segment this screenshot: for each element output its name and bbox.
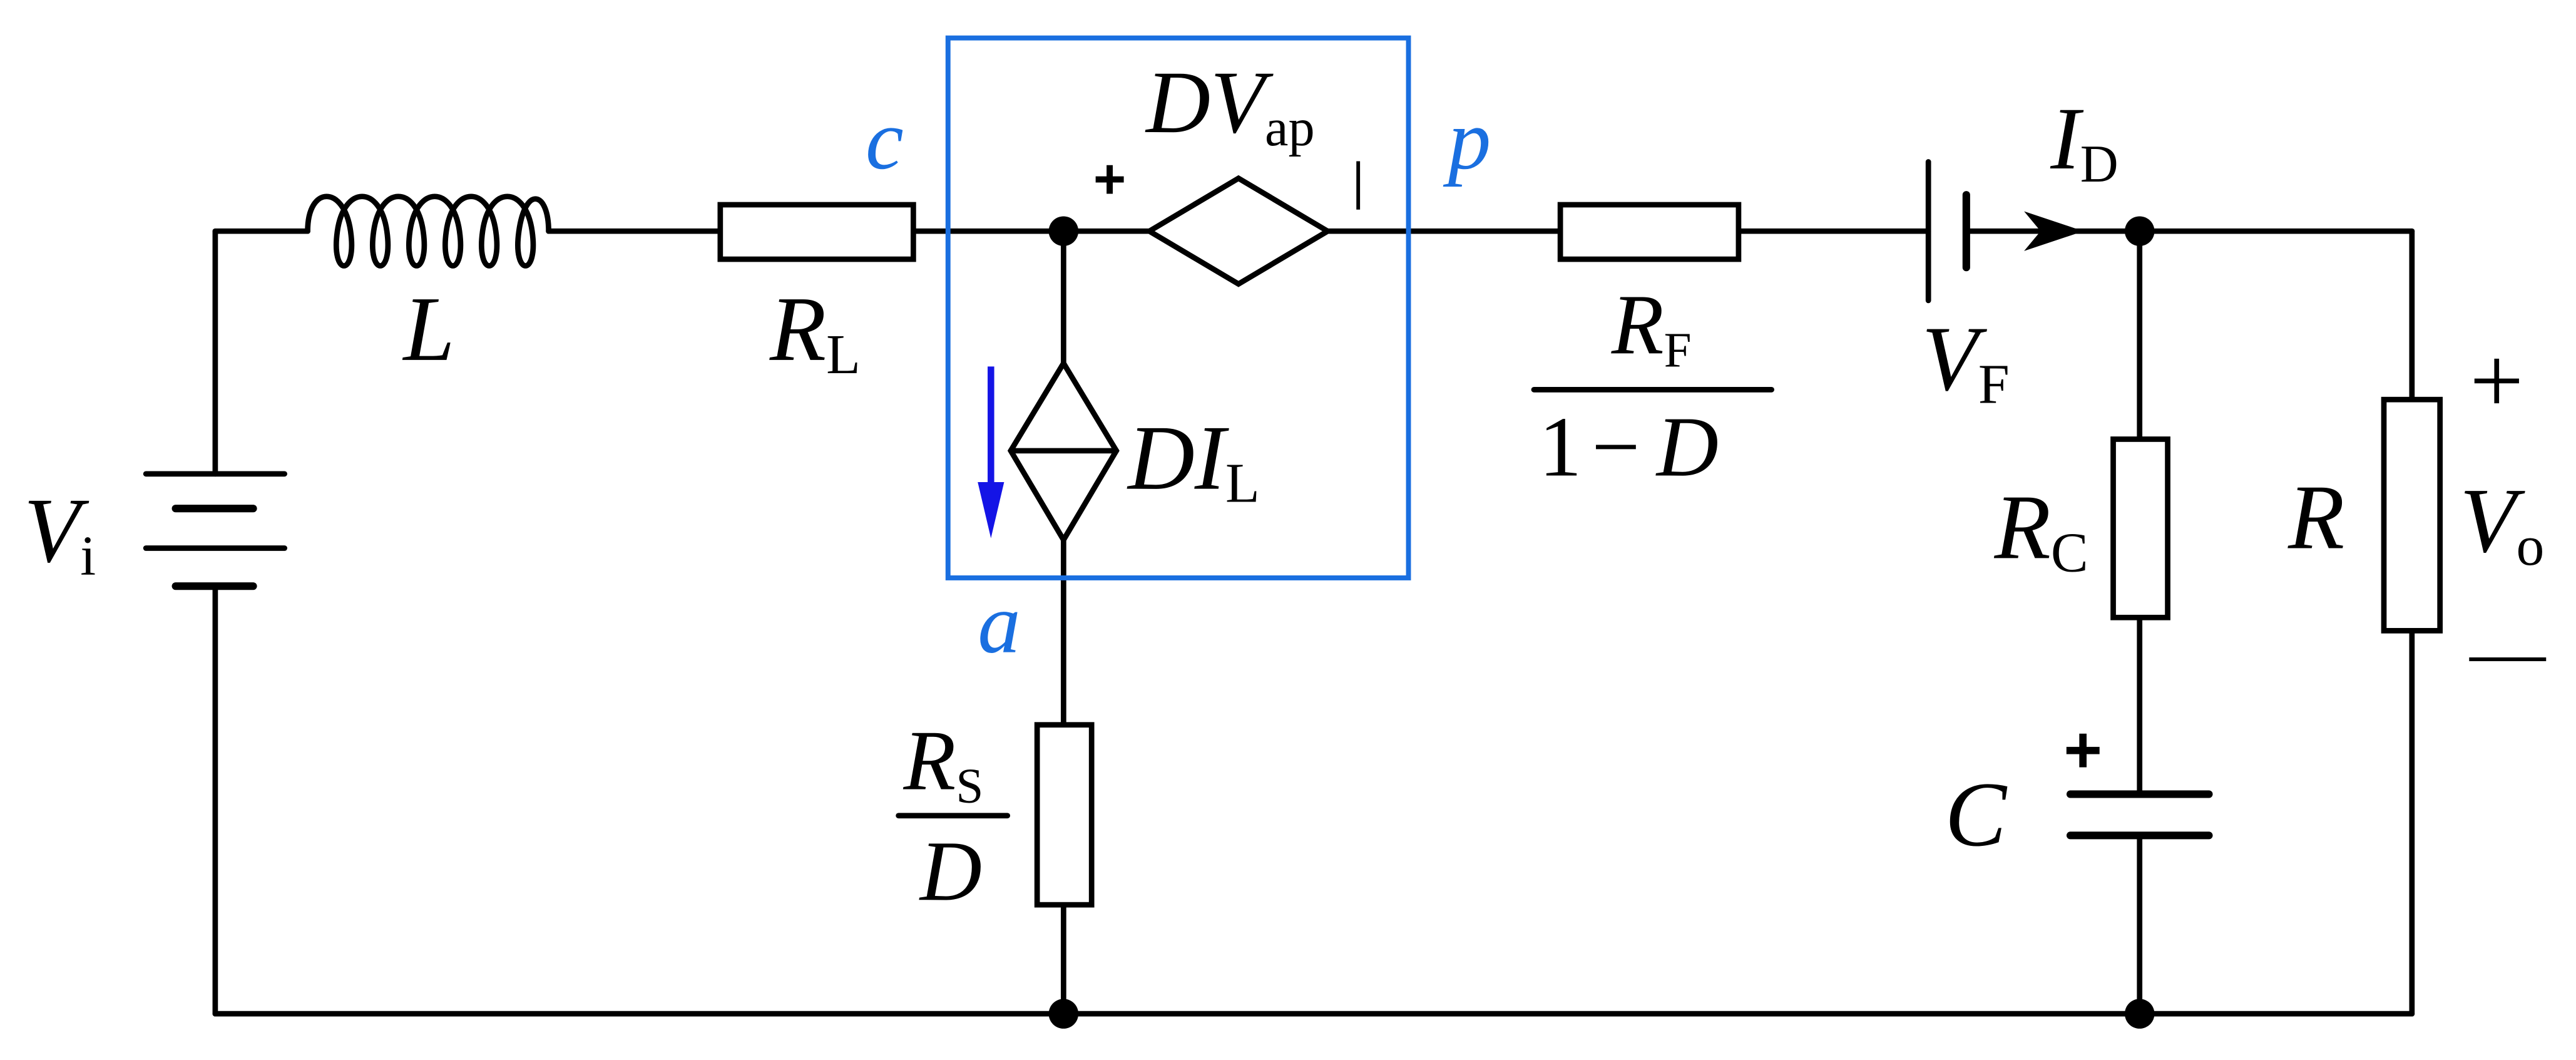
diode-voltage-source-vf bbox=[1925, 159, 1970, 304]
label-rc: RC bbox=[1994, 475, 2088, 584]
label-l: L bbox=[402, 277, 455, 380]
junction-dots bbox=[1048, 216, 2155, 1029]
label-rs-denominator: D bbox=[919, 823, 982, 918]
capacitor-c bbox=[2066, 790, 2213, 840]
capacitor-plus: + bbox=[2063, 714, 2102, 787]
node-p-label: p bbox=[1443, 92, 1491, 187]
dependent-voltage-source bbox=[1143, 175, 1333, 287]
label-dvap: DVap bbox=[1145, 53, 1314, 157]
dvap-plus: + bbox=[1093, 148, 1126, 210]
vo-minus: — bbox=[2469, 610, 2547, 694]
switch-model-box bbox=[945, 35, 1411, 580]
label-id: ID bbox=[2050, 89, 2118, 193]
label-vi: Vi bbox=[24, 479, 96, 587]
label-vf: VF bbox=[1922, 307, 2010, 415]
node-c-label: c bbox=[866, 92, 904, 187]
resistor-rs bbox=[1034, 722, 1095, 908]
label-dil: DIL bbox=[1127, 406, 1260, 515]
label-vo: Vo bbox=[2460, 469, 2544, 577]
label-rf-denominator: 1−D bbox=[1539, 399, 1719, 494]
resistor-r bbox=[2381, 396, 2443, 634]
resistor-rc bbox=[2110, 436, 2170, 620]
inductor-l bbox=[305, 193, 551, 269]
label-r: R bbox=[2287, 466, 2344, 569]
label-rf-numerator: RF bbox=[1611, 277, 1692, 378]
battery-vi bbox=[143, 471, 288, 590]
label-rl: RL bbox=[769, 277, 861, 386]
label-rs-numerator: RS bbox=[903, 713, 984, 814]
dvap-minus: | bbox=[1352, 152, 1364, 210]
label-c: C bbox=[1945, 763, 2008, 865]
resistor-rf bbox=[1557, 202, 1742, 262]
vo-plus: + bbox=[2470, 328, 2523, 434]
wires bbox=[212, 228, 2415, 1017]
id-current-arrow bbox=[2024, 211, 2084, 251]
node-a-label: a bbox=[978, 576, 1021, 671]
current-direction-arrow bbox=[978, 366, 1004, 538]
resistor-rl bbox=[717, 202, 916, 262]
